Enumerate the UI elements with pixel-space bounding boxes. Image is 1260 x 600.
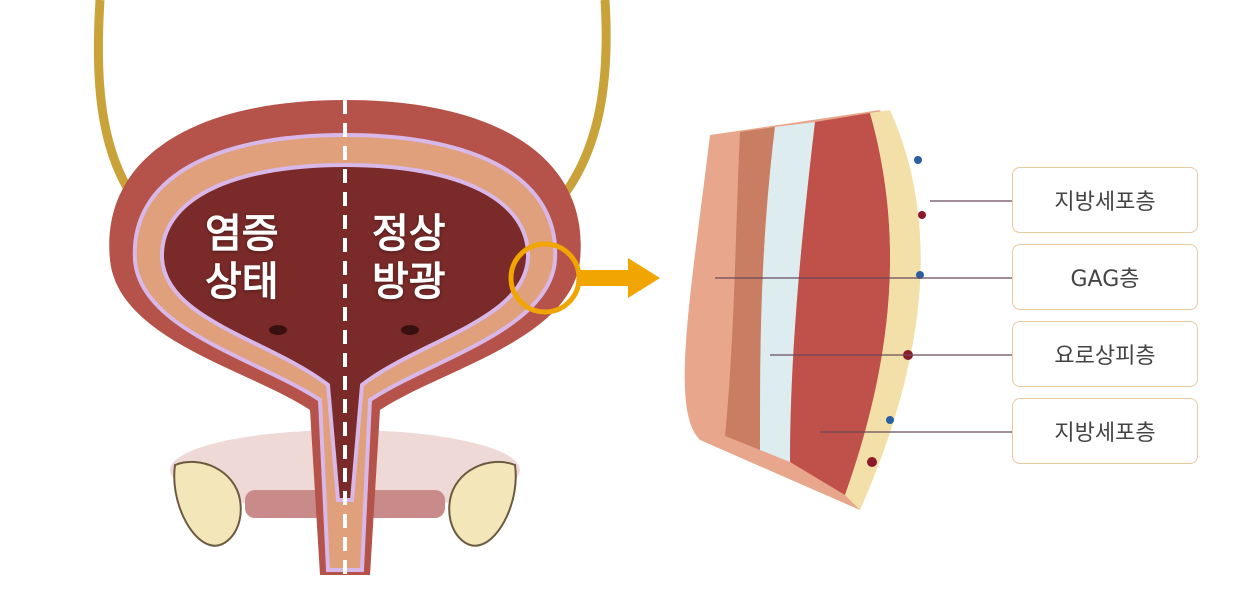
right-pubic-bone [448,460,517,547]
urothelium-layer [725,127,775,450]
layer-label-fat-cell-bottom: 지방세포층 [1012,398,1198,464]
label-line: 정상 [372,211,446,257]
label-line: 상태 [205,259,279,305]
left-ureteral-orifice [269,325,287,335]
left-pubic-bone [173,460,242,547]
gag-layer [760,122,815,462]
muscle-layer [790,113,891,495]
right-ureter [556,0,611,203]
layer-label-gag: GAG층 [1012,244,1198,310]
normal-bladder-label: 정상 방광 [372,210,446,306]
layer-label-fat-cell-top: 지방세포층 [1012,167,1198,233]
label-line: 방광 [372,259,446,305]
fat-cell-layer [845,110,921,510]
label-line: 염증 [205,211,279,257]
layer-label-urothelium: 요로상피층 [1012,321,1198,387]
highlight-circle [508,241,582,315]
right-ureteral-orifice [401,325,419,335]
left-ureter [93,0,139,203]
blood-vessels [867,156,926,467]
inflamed-state-label: 염증 상태 [205,210,279,306]
arrow-icon [580,258,660,298]
leader-lines [715,200,1012,433]
